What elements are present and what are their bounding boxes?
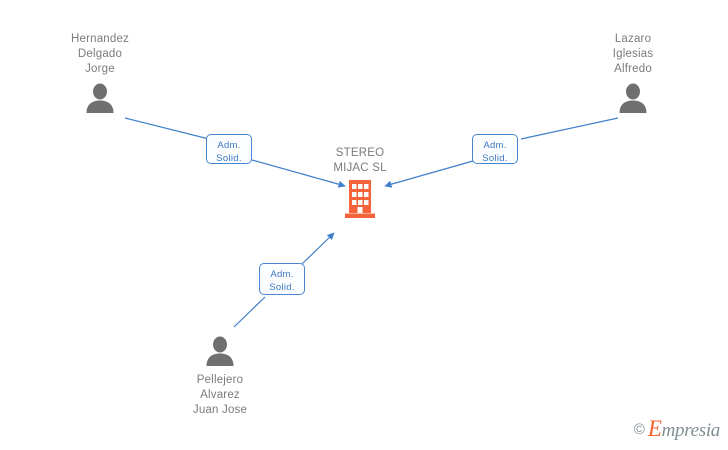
edge-lazaro-to-company: [384, 117, 619, 188]
person-icon: [86, 83, 114, 113]
node-label-hernandez: Hernandez Delgado Jorge: [70, 33, 130, 75]
node-person-lazaro[interactable]: Lazaro Iglesias Alfredo: [568, 32, 698, 113]
building-icon: [345, 180, 375, 218]
brand-initial: E: [647, 416, 662, 441]
node-person-hernandez[interactable]: Hernandez Delgado Jorge: [35, 32, 165, 113]
brand-rest: mpresia: [661, 420, 721, 441]
brand-name: Empresia: [648, 416, 720, 442]
person-icon: [206, 336, 234, 366]
person-icon: [619, 83, 647, 113]
node-person-pellejero[interactable]: Pellejero Alvarez Juan Jose: [155, 336, 285, 418]
edge-pellejero-to-company: [233, 232, 335, 328]
node-company-stereo-mijac-sl[interactable]: STEREO MIJAC SL: [280, 146, 440, 218]
edge-label-lazaro[interactable]: Adm. Solid.: [472, 134, 518, 164]
watermark-empresia: © Empresia: [633, 416, 721, 442]
edge-hernandez-to-company: [124, 117, 346, 188]
company-label: STEREO MIJAC SL: [333, 147, 387, 174]
edge-label-pellejero[interactable]: Adm. Solid.: [259, 263, 305, 295]
node-label-lazaro: Lazaro Iglesias Alfredo: [612, 33, 654, 75]
edge-label-hernandez[interactable]: Adm. Solid.: [206, 134, 252, 164]
copyright-symbol: ©: [633, 420, 645, 438]
node-label-pellejero: Pellejero Alvarez Juan Jose: [192, 374, 248, 416]
